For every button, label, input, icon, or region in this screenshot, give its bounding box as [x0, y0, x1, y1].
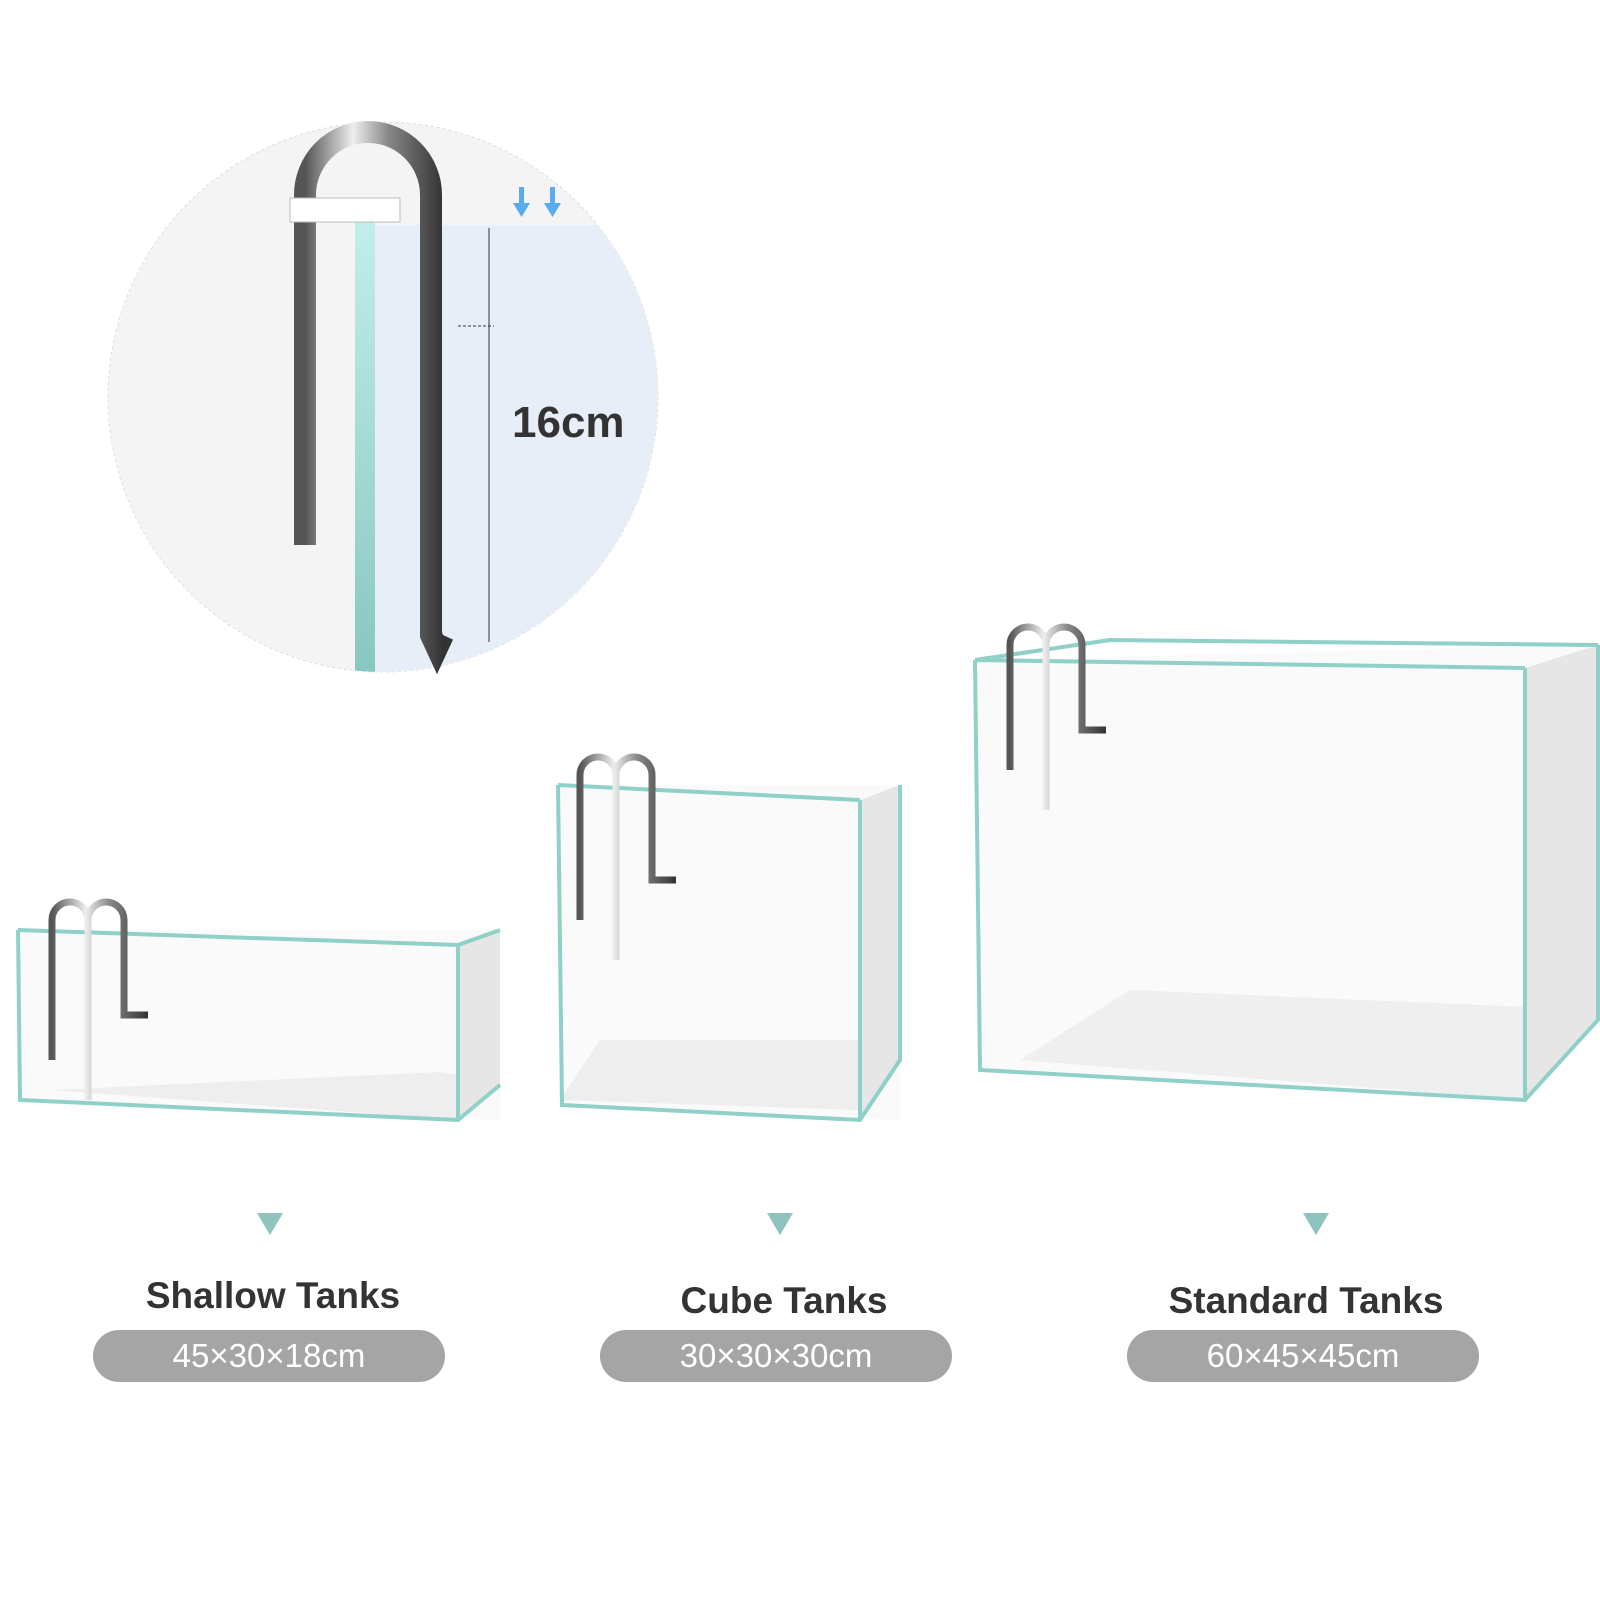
- measurement-label: 16cm: [512, 398, 625, 447]
- cube-tank-illustration: [556, 753, 902, 1123]
- cube-tank-title: Cube Tanks: [680, 1280, 888, 1321]
- detail-circle: [107, 121, 659, 675]
- shallow-tank-illustration: [16, 898, 502, 1123]
- glass-wall: [355, 205, 375, 672]
- shallow-tank-title: Shallow Tanks: [145, 1275, 401, 1316]
- standard-tank-title: Standard Tanks: [1168, 1280, 1444, 1321]
- standard-tank-size-badge: 60×45×45cm: [1127, 1330, 1479, 1382]
- water-level-arrows-icon: [513, 187, 561, 217]
- cube-tank-size-badge: 30×30×30cm: [600, 1330, 952, 1382]
- lily-pipe: [294, 121, 453, 675]
- shallow-tank-size-badge: 45×30×18cm: [93, 1330, 445, 1382]
- pointer-triangle-icon: [1303, 1213, 1329, 1235]
- standard-tank-illustration: [973, 623, 1600, 1103]
- water-area: [368, 225, 658, 672]
- pointer-triangle-icon: [767, 1213, 793, 1235]
- pointer-triangle-icon: [257, 1213, 283, 1235]
- pipe-clamp: [289, 197, 401, 223]
